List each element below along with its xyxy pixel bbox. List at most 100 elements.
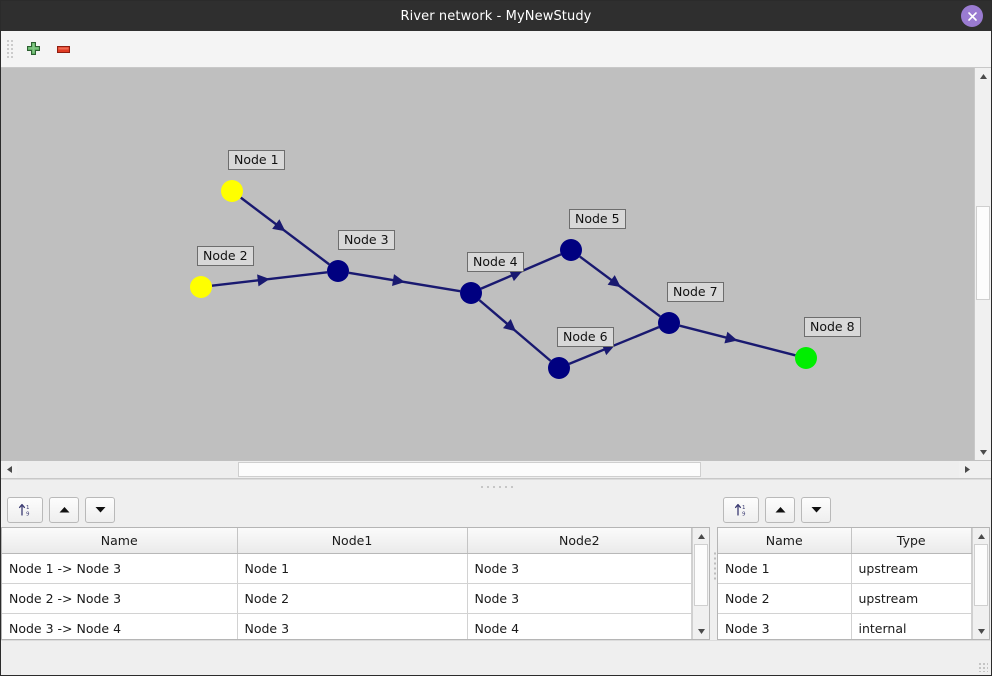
- svg-text:1: 1: [742, 505, 746, 511]
- table-cell[interactable]: Node 2: [718, 583, 852, 614]
- svg-text:9: 9: [742, 512, 746, 518]
- nodes-vscroll-thumb[interactable]: [974, 544, 988, 606]
- svg-text:1: 1: [26, 505, 30, 511]
- branches-vscroll-thumb[interactable]: [694, 544, 709, 606]
- table-cell[interactable]: upstream: [851, 553, 972, 584]
- graph-edge-arrow: [257, 274, 270, 287]
- graph-vscroll-thumb[interactable]: [976, 206, 990, 300]
- graph-node[interactable]: [548, 357, 570, 379]
- table-cell[interactable]: Node 3: [718, 613, 852, 639]
- add-node-button[interactable]: [18, 34, 48, 64]
- nodes-move-up-button[interactable]: [765, 496, 795, 523]
- nodes-vertical-scrollbar[interactable]: [972, 528, 989, 639]
- graph-vscroll-track[interactable]: [975, 84, 991, 444]
- nodes-scroll-up-button[interactable]: [973, 528, 989, 544]
- graph-node-label[interactable]: Node 8: [804, 317, 861, 337]
- network-graph-canvas[interactable]: Node 1 Node 2 Node 3 Node 4 Node 5 Node 6 Node…: [1, 68, 974, 460]
- arrow-up-icon: [775, 507, 785, 513]
- table-cell[interactable]: internal: [851, 613, 972, 639]
- table-column-header[interactable]: Node2: [467, 528, 693, 554]
- branches-scroll-up-button[interactable]: [693, 528, 709, 544]
- window-resize-grip[interactable]: [978, 662, 988, 672]
- network-graph-svg: [190, 180, 817, 379]
- branches-panel: 1 9: [1, 492, 711, 640]
- graph-node[interactable]: [221, 180, 243, 202]
- graph-edge-arrow: [724, 331, 738, 344]
- graph-node-label[interactable]: Node 6: [557, 327, 614, 347]
- nodes-move-down-button[interactable]: [801, 496, 831, 523]
- table-column-header[interactable]: Name: [718, 528, 852, 554]
- graph-scroll-left-button[interactable]: [1, 461, 17, 478]
- table-cell[interactable]: upstream: [851, 583, 972, 614]
- table-cell[interactable]: Node 4: [467, 613, 693, 639]
- table-column-header[interactable]: Type: [851, 528, 972, 554]
- graph-node-label[interactable]: Node 7: [667, 282, 724, 302]
- nodes-sort-button[interactable]: 1 9: [723, 496, 759, 523]
- table-cell[interactable]: Node 3 -> Node 4: [2, 613, 238, 639]
- graph-horizontal-scrollbar[interactable]: [1, 461, 991, 479]
- status-bar: [1, 640, 991, 675]
- table-cell[interactable]: Node 1 -> Node 3: [2, 553, 238, 584]
- graph-scroll-right-button[interactable]: [959, 461, 975, 478]
- table-cell[interactable]: Node 3: [237, 613, 468, 639]
- arrow-up-icon: [697, 533, 705, 539]
- table-cell[interactable]: Node 1: [718, 553, 852, 584]
- graph-node[interactable]: [190, 276, 212, 298]
- close-window-button[interactable]: [961, 5, 983, 27]
- graph-scroll-up-button[interactable]: [975, 68, 991, 84]
- graph-node[interactable]: [327, 260, 349, 282]
- table-cell[interactable]: Node 3: [467, 553, 693, 584]
- title-bar: River network - MyNewStudy: [1, 1, 991, 31]
- vertical-splitter-grip: [712, 551, 716, 581]
- graph-node-label[interactable]: Node 2: [197, 246, 254, 266]
- graph-hscroll-thumb[interactable]: [238, 462, 701, 477]
- arrow-down-icon: [811, 507, 821, 513]
- graph-node-label[interactable]: Node 1: [228, 150, 285, 170]
- graph-vertical-scrollbar[interactable]: [974, 68, 991, 460]
- graph-node[interactable]: [560, 239, 582, 261]
- branches-scroll-down-button[interactable]: [693, 623, 709, 639]
- table-cell[interactable]: Node 3: [467, 583, 693, 614]
- graph-node-label[interactable]: Node 5: [569, 209, 626, 229]
- branches-vertical-scrollbar[interactable]: [692, 528, 709, 639]
- graph-node[interactable]: [795, 347, 817, 369]
- toolbar-drag-handle[interactable]: [5, 38, 14, 60]
- table-cell[interactable]: Node 2 -> Node 3: [2, 583, 238, 614]
- table-column-header[interactable]: Name: [2, 528, 238, 554]
- table-cell[interactable]: Node 2: [237, 583, 468, 614]
- svg-text:9: 9: [26, 512, 30, 518]
- remove-node-button[interactable]: [48, 34, 78, 64]
- branches-move-up-button[interactable]: [49, 496, 79, 523]
- graph-node-label[interactable]: Node 4: [467, 252, 524, 272]
- branches-sort-button[interactable]: 1 9: [7, 496, 43, 523]
- graph-scroll-down-button[interactable]: [975, 444, 991, 460]
- branches-vscroll-track[interactable]: [693, 544, 709, 623]
- graph-node[interactable]: [460, 282, 482, 304]
- graph-hscroll-track[interactable]: [17, 461, 959, 478]
- branches-move-down-button[interactable]: [85, 496, 115, 523]
- nodes-scroll-down-button[interactable]: [973, 623, 989, 639]
- horizontal-splitter[interactable]: [1, 479, 991, 492]
- table-cell[interactable]: Node 1: [237, 553, 468, 584]
- nodes-vscroll-track[interactable]: [973, 544, 989, 623]
- graph-node[interactable]: [658, 312, 680, 334]
- vertical-splitter[interactable]: [711, 492, 717, 640]
- graph-node-label[interactable]: Node 3: [338, 230, 395, 250]
- table-column-header[interactable]: Node1: [237, 528, 468, 554]
